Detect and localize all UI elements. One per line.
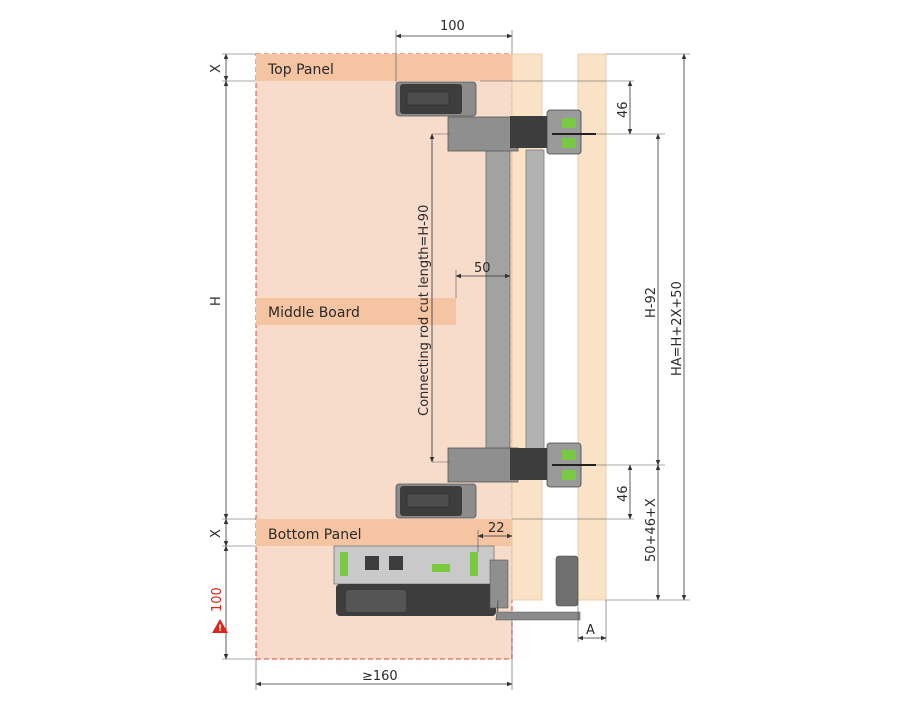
- top-panel-label: Top Panel: [267, 62, 334, 78]
- dim-min-100-label: 100: [210, 587, 225, 612]
- bottom-panel-label: Bottom Panel: [268, 527, 362, 543]
- dim-50-label: 50: [474, 261, 491, 276]
- dim-rod-label: Connecting rod cut length=H-90: [417, 205, 432, 416]
- dim-sum-label: 50+46+X: [644, 498, 659, 562]
- bottom-panel: [256, 519, 512, 546]
- connecting-rod-secondary: [525, 149, 545, 451]
- dim-ha-label: HA=H+2X+50: [670, 281, 685, 376]
- dim-46-bottom-label: 46: [616, 485, 631, 502]
- bottom-hinge-assembly: [395, 442, 596, 519]
- dim-x-top-label: X: [209, 64, 224, 73]
- dim-h92-label: H-92: [644, 287, 659, 318]
- dim-22-label: 22: [488, 521, 505, 536]
- top-panel: [256, 54, 512, 81]
- dim-100-label: 100: [440, 19, 465, 34]
- drawer-runner-assembly: [333, 545, 581, 621]
- dim-h-label: H: [209, 296, 224, 306]
- dim-a-label: A: [586, 623, 595, 638]
- dim-x-bottom-label: X: [209, 529, 224, 538]
- middle-board-label: Middle Board: [268, 305, 360, 321]
- door-panel: [577, 53, 607, 601]
- dim-46-top-label: 46: [616, 101, 631, 118]
- top-hinge-assembly: [395, 81, 596, 155]
- middle-board: [256, 298, 456, 325]
- dim-160-label: ≥160: [362, 669, 398, 684]
- warning-exclamation: !: [218, 624, 222, 634]
- connecting-rod-main: [485, 149, 511, 451]
- warning-triangle-icon: [212, 619, 228, 633]
